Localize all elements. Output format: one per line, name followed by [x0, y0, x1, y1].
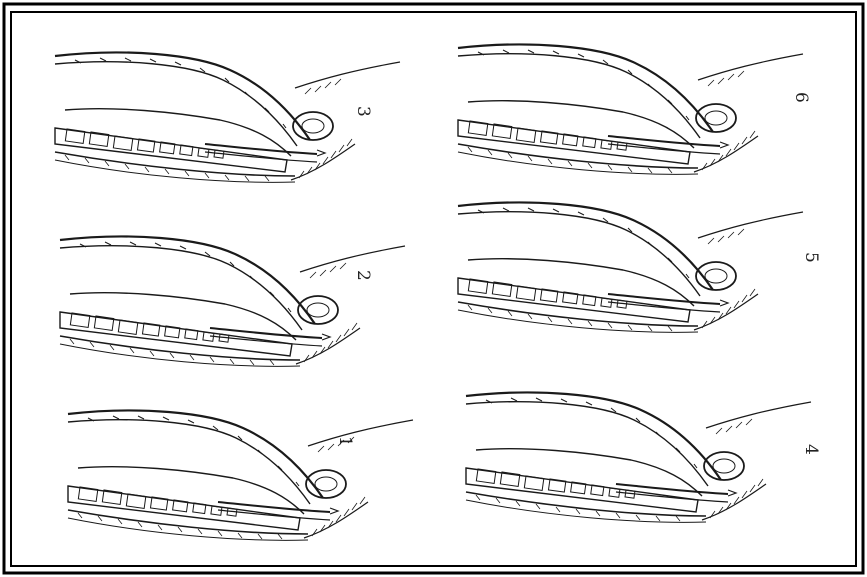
- panel-6-label: 6: [791, 92, 811, 103]
- panel-4-label: 4: [801, 444, 821, 455]
- panel-3-label: 3: [353, 106, 373, 117]
- panel-1-label: 1: [335, 436, 355, 447]
- panel-5-label: 5: [801, 252, 821, 263]
- panel-2-label: 2: [353, 270, 373, 281]
